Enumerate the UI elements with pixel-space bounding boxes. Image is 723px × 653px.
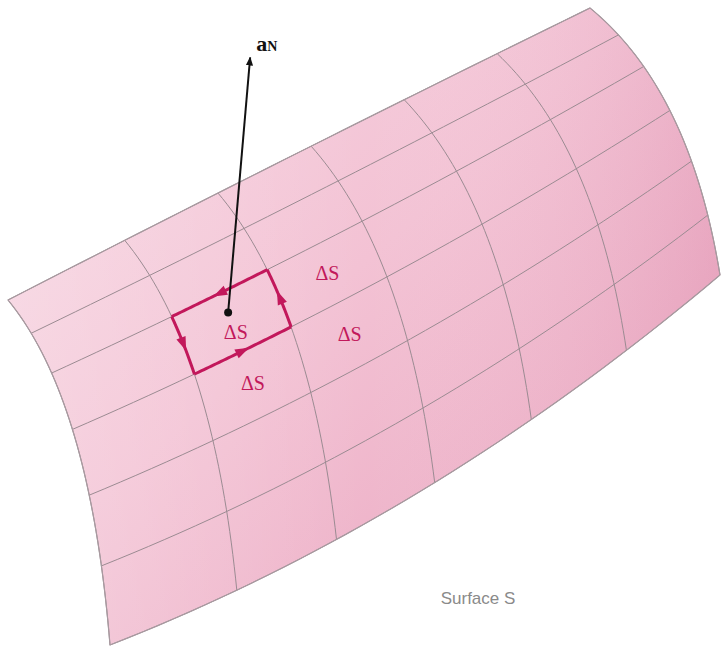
vector-layer [224,57,250,316]
area-label: ΔS [224,322,248,342]
surface-fill [8,8,720,645]
circulation-arrowhead [176,336,186,351]
grid-line [52,66,644,373]
circulation-arrowhead [234,348,249,359]
patch-border [172,270,267,317]
grid-line [101,215,707,566]
grid-line [89,161,691,495]
patch-border [172,317,195,375]
grid-line [72,110,669,429]
vector-label: aN [256,33,277,55]
grid-line [31,35,618,333]
surface-shade [8,8,720,645]
circulation-arrowhead [213,286,228,297]
area-label: ΔS [241,373,265,393]
grid-line [497,54,626,351]
grid-line [110,275,720,645]
grid-line [8,8,590,300]
center-dot [224,308,232,316]
grid-line [404,100,531,420]
circulation-arrowhead [277,291,287,306]
grid-line [590,8,720,275]
area-label: ΔS [338,324,362,344]
normal-vector [228,57,250,312]
patch-border [267,270,291,327]
surface-label: Surface S [441,590,516,607]
area-label: ΔS [315,263,339,283]
grid-line [125,240,237,590]
grid-line [311,146,435,482]
grid-line [8,300,110,645]
surface-layer [8,8,720,645]
grid-line [218,193,337,539]
surface-outline [8,8,720,645]
